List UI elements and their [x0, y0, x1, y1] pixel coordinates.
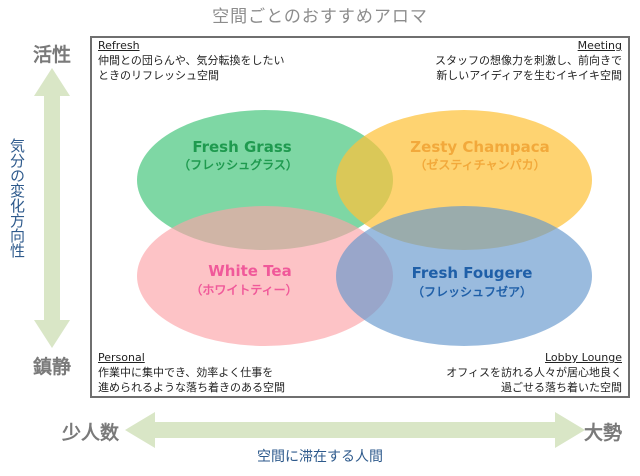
zesty-champaca-kana: （ゼスティチャンパカ）: [414, 157, 545, 172]
x-axis-caption: 空間に滞在する人間: [257, 449, 383, 465]
x-axis-right-label: 大勢: [584, 422, 623, 444]
corner-personal-line1: 作業中に集中でき、効率よく仕事を: [98, 366, 274, 379]
white-tea-ellipse: [137, 206, 393, 346]
corner-personal-line2: 進められるような落ち着きのある空間: [98, 381, 285, 394]
quadrant-frame: [90, 36, 630, 398]
fresh-fougere-ellipse: [336, 206, 592, 346]
x-axis-left-label: 少人数: [62, 422, 120, 444]
y-axis-caption: 気分の変化方向性: [8, 138, 26, 258]
corner-meeting: Meeting スタッフの想像力を刺激し、前向きで 新しいアイディアを生むイキイ…: [435, 38, 622, 83]
zesty-champaca-name: Zesty Champaca: [410, 138, 549, 156]
horizontal-double-arrow: [125, 412, 585, 448]
corner-refresh-line1: 仲間との団らんや、気分転換をしたい: [98, 54, 285, 67]
corner-lobby-lounge-line1: オフィスを訪れる人々が居心地良く: [446, 366, 622, 379]
vertical-double-arrow: [34, 68, 70, 348]
fresh-grass-ellipse: [137, 110, 393, 250]
fresh-fougere-kana: （フレッシュフゼア）: [412, 284, 532, 299]
corner-personal: Personal 作業中に集中でき、効率よく仕事を 進められるような落ち着きのあ…: [98, 350, 285, 395]
fresh-grass-name: Fresh Grass: [192, 138, 291, 156]
corner-lobby-lounge: Lobby Lounge オフィスを訪れる人々が居心地良く 過ごせる落ち着いた空…: [446, 350, 622, 395]
corner-meeting-line1: スタッフの想像力を刺激し、前向きで: [435, 54, 622, 67]
corner-meeting-line2: 新しいアイディアを生むイキイキ空間: [436, 69, 622, 82]
corner-refresh-heading: Refresh: [98, 39, 140, 52]
y-axis-top-label: 活性: [32, 44, 71, 66]
corner-lobby-lounge-heading: Lobby Lounge: [545, 351, 622, 364]
white-tea-kana: （ホワイトティー）: [190, 282, 297, 297]
fresh-fougere-name: Fresh Fougere: [412, 264, 533, 282]
corner-lobby-lounge-line2: 過ごせる落ち着いた空間: [501, 381, 622, 394]
corner-personal-heading: Personal: [98, 351, 145, 364]
corner-refresh: Refresh 仲間との団らんや、気分転換をしたい ときのリフレッシュ空間: [98, 38, 285, 83]
corner-refresh-line2: ときのリフレッシュ空間: [98, 69, 219, 82]
white-tea-name: White Tea: [208, 262, 291, 280]
y-axis-bottom-label: 鎮静: [32, 356, 71, 378]
corner-meeting-heading: Meeting: [577, 39, 622, 52]
fresh-grass-kana: （フレッシュグラス）: [178, 157, 298, 172]
diagram-title: 空間ごとのおすすめアロマ: [212, 7, 428, 27]
zesty-champaca-ellipse: [336, 110, 592, 250]
